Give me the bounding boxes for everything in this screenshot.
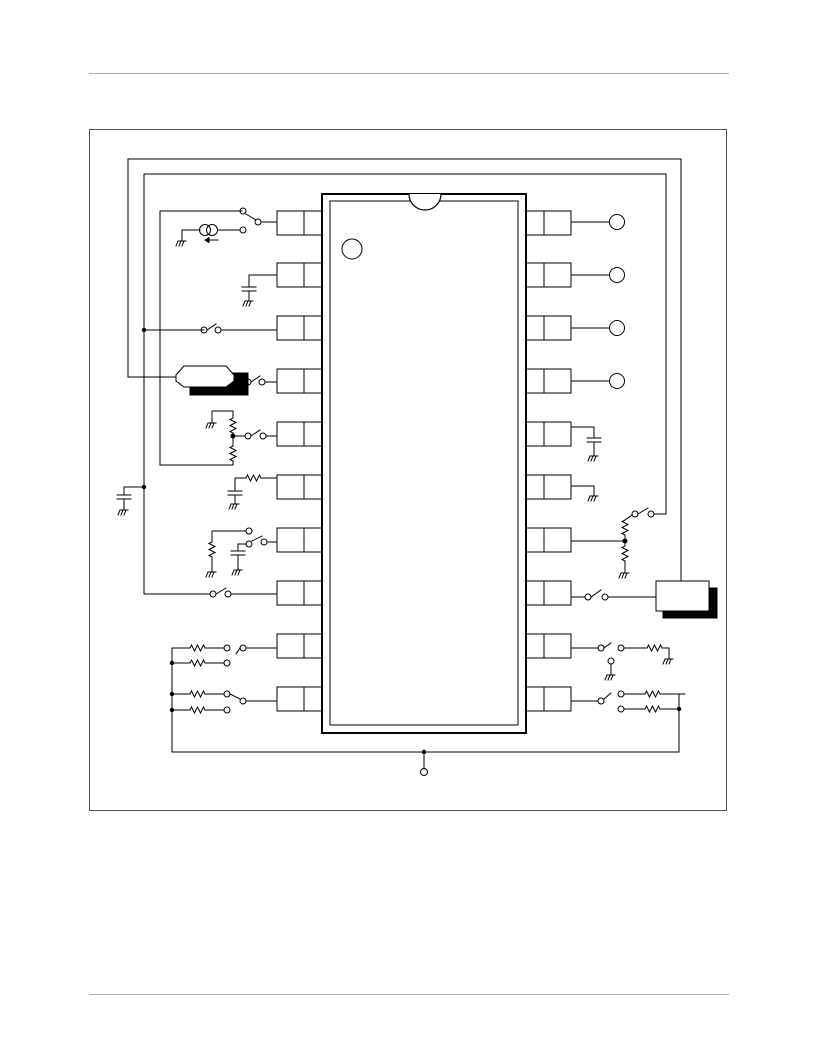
- pin2-capacitor-circuit: [241, 274, 278, 307]
- feedback-wires: [127, 158, 682, 595]
- footer-rule: [89, 994, 729, 995]
- right-pin8-load-switch: [570, 580, 718, 619]
- pin5-divider-circuit: [205, 410, 278, 466]
- header-rule: [89, 73, 729, 74]
- pin10-resistor-selector: [171, 689, 278, 715]
- pin9-resistor-selector: [171, 643, 278, 668]
- pin8-switch-circuit: [209, 587, 278, 598]
- left-pin-boxes: [276, 210, 323, 712]
- pin1-current-source-circuit: [159, 207, 278, 466]
- right-output-test-points: [570, 214, 625, 389]
- common-terminal: [420, 768, 428, 776]
- ic-package: [321, 193, 527, 734]
- pin4-signal-generator: [127, 365, 278, 396]
- load-box: [655, 580, 710, 612]
- pin7-selector-circuit: [205, 527, 278, 578]
- right-pin-boxes: [525, 210, 572, 712]
- common-bus: [171, 647, 680, 776]
- right-pin5-capacitor: [570, 426, 602, 462]
- right-pin9-selector: [570, 642, 674, 681]
- right-pin6-ground: [570, 485, 599, 502]
- feedback-capacitor: [116, 486, 145, 516]
- pin3-switch-circuit: [200, 323, 278, 334]
- pin1-indicator: [341, 238, 363, 260]
- junction-dots: [141, 327, 682, 755]
- right-pin7-divider: [570, 507, 667, 579]
- figure-frame: [89, 129, 727, 811]
- pin6-rc-circuit: [227, 473, 278, 510]
- right-pin10-selector: [570, 689, 686, 714]
